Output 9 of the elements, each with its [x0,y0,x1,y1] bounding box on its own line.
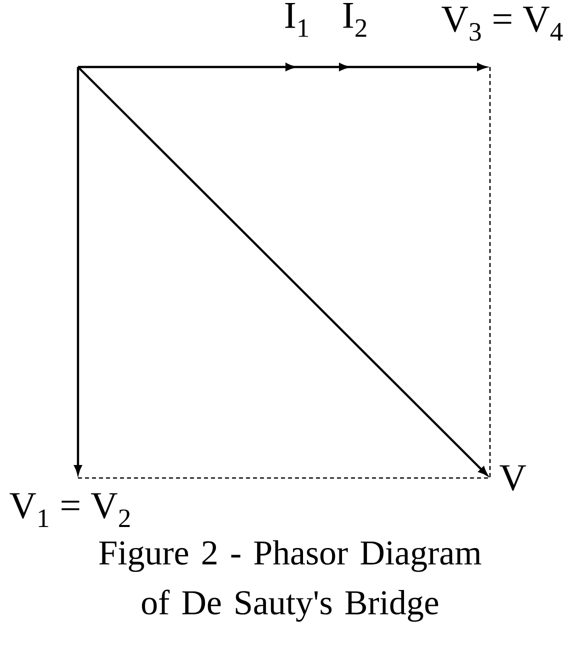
projection-line [489,67,491,478]
projection-line [78,477,490,479]
phasor-label: V$_{1}$ = V$_{2}$ [10,493,130,527]
current-label: I$_{2}$ [343,3,366,37]
phasor-arrow [77,66,488,476]
phasor-label: V [500,465,526,491]
current-label: I$_{1}$ [285,3,308,37]
phasor-label: V$_{3}$ = V$_{4}$ [442,6,563,41]
caption: Figure 2 - Phasor Diagram of De Sauty's Bridge [99,540,482,622]
